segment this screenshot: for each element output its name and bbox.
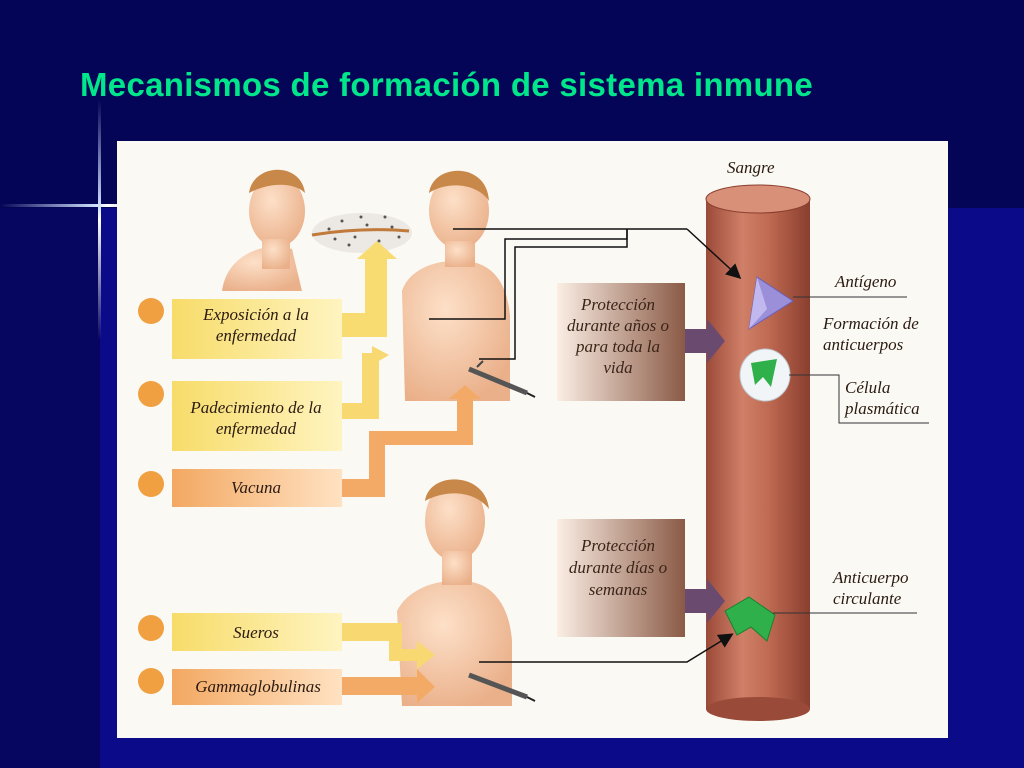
immune-diagram: Exposición a la enfermedad Padecimiento …	[117, 141, 948, 738]
protection-box-long	[557, 283, 725, 401]
blood-vessel	[705, 184, 811, 721]
slide-title: Mecanismos de formación de sistema inmun…	[80, 66, 814, 103]
label-celula-plasmatica: Célula plasmática	[845, 378, 920, 418]
pathway-gammaglobulinas	[172, 669, 435, 705]
syringe-upper-icon	[468, 360, 536, 398]
plasma-cell-shape	[739, 348, 929, 424]
label-gammaglobulinas: Gammaglobulinas	[195, 677, 321, 696]
connector-lines	[429, 228, 742, 663]
label-anticuerpo-circulante: Anticuerpo circulante	[833, 568, 909, 608]
label-vacuna: Vacuna	[230, 478, 282, 497]
antigen-shape	[748, 276, 907, 331]
label-exposicion: Exposición a la enfermedad	[203, 305, 309, 345]
label-formacion-anticuerpos: Formación de anticuerpos	[823, 314, 919, 354]
pathway-exposicion	[172, 241, 397, 359]
pathway-sueros	[172, 613, 435, 669]
person-top-right	[402, 170, 510, 401]
person-bottom	[397, 479, 512, 706]
antibody-shape	[724, 596, 917, 642]
decorative-vertical-line	[98, 100, 101, 340]
label-protection-short: Protección durante días o semanas	[568, 536, 668, 599]
label-padecimiento: Padecimiento de la enfermedad	[190, 398, 322, 438]
bullets	[138, 298, 164, 694]
syringe-lower-icon	[468, 672, 536, 702]
protection-box-short	[557, 519, 725, 637]
pathway-vacuna	[172, 385, 481, 507]
label-protection-long: Protección durante años o para toda la v…	[567, 295, 669, 377]
label-sueros: Sueros	[233, 623, 279, 642]
slide-left-band	[0, 208, 100, 768]
label-sangre: Sangre	[727, 158, 775, 177]
label-antigeno: Antígeno	[835, 272, 897, 291]
diagram-graphics	[138, 169, 929, 721]
person-top-left	[222, 169, 305, 291]
droplet-cloud	[311, 213, 412, 253]
pathway-padecimiento	[172, 346, 389, 451]
